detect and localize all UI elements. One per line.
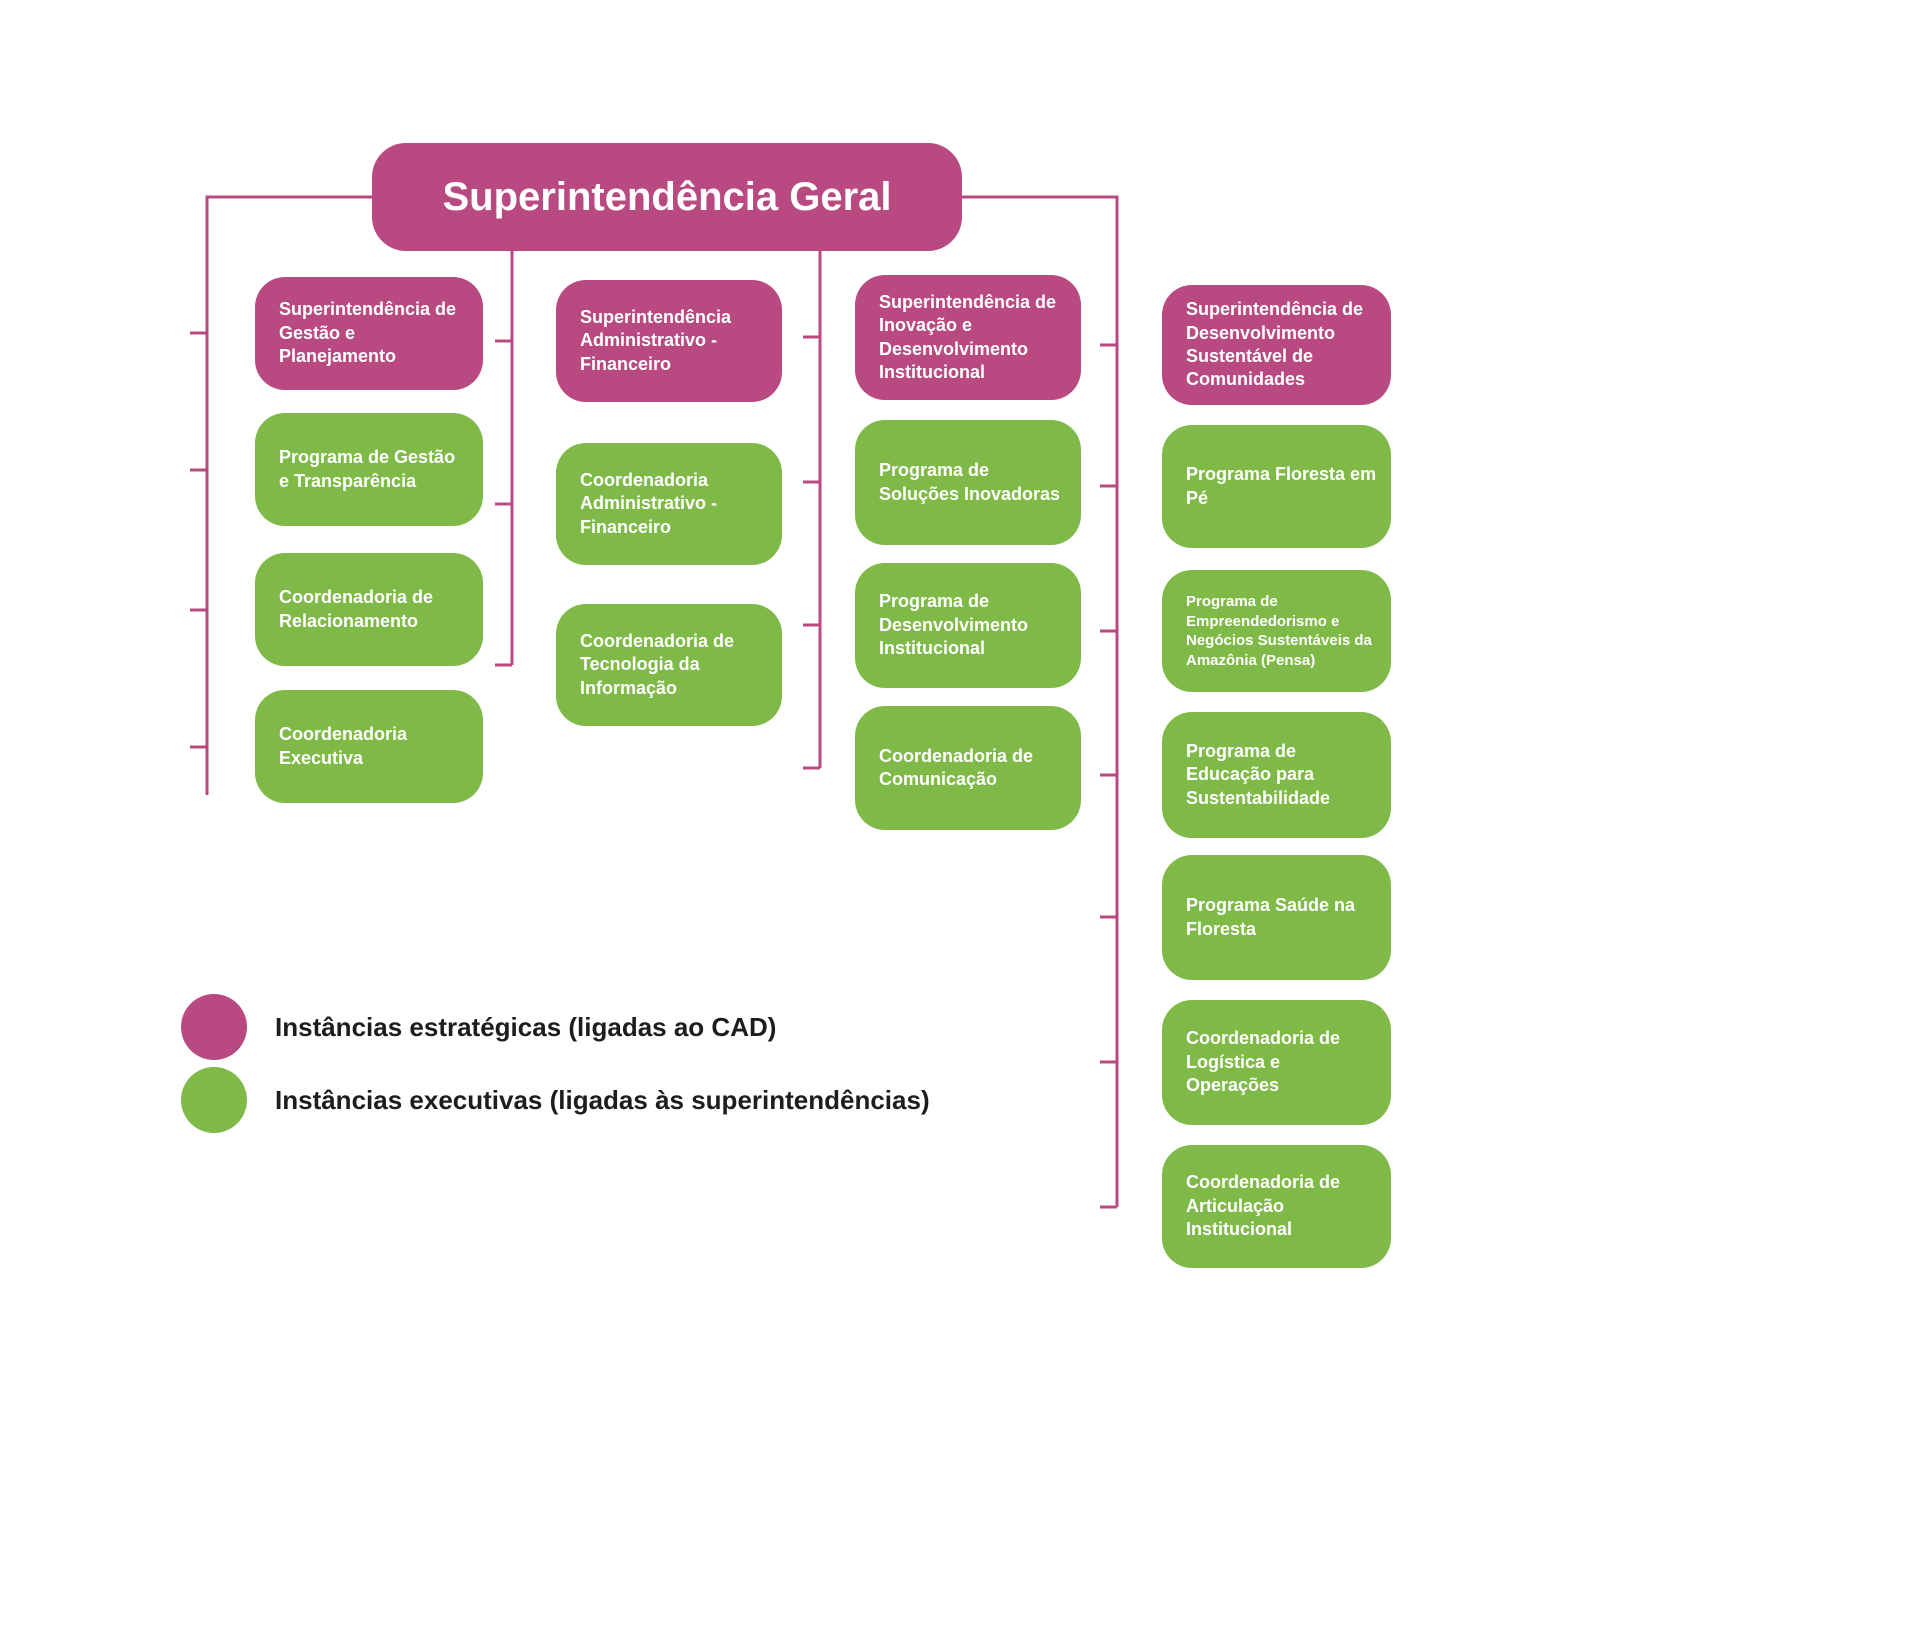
org-box-programa-pensa: Programa de Empreendedorismo e Negócios … bbox=[1162, 570, 1391, 692]
org-box-programa-solucoes-inovadoras: Programa de Soluções Inovadoras bbox=[855, 420, 1081, 545]
org-box-coordenadoria-logistica-operacoes: Coordenadoria de Logística e Operações bbox=[1162, 1000, 1391, 1125]
org-box-superintendencia-inovacao-desenvolvimento: Superintendência de Inovação e Desenvolv… bbox=[855, 275, 1081, 400]
org-box-programa-desenvolvimento-institucional: Programa de Desenvolvimento Instituciona… bbox=[855, 563, 1081, 688]
org-box-coordenadoria-administrativo-financeiro: Coordenadoria Administrativo - Financeir… bbox=[556, 443, 782, 565]
org-box-label: Superintendência Administrativo - Financ… bbox=[580, 306, 732, 374]
connector-ticks-column-1 bbox=[190, 331, 207, 749]
org-box-superintendencia-gestao-planejamento: Superintendência de Gestão e Planejament… bbox=[255, 277, 483, 390]
org-box-label: Coordenadoria de Logística e Operações bbox=[1186, 1028, 1341, 1096]
org-box-label: Coordenadoria Administrativo - Financeir… bbox=[580, 469, 718, 537]
org-box-label: Superintendência de Inovação e Desenvolv… bbox=[879, 291, 1057, 382]
connector-ticks-column-2 bbox=[495, 339, 512, 667]
org-box-superintendencia-administrativo-financeiro: Superintendência Administrativo - Financ… bbox=[556, 280, 782, 402]
org-box-label: Programa de Gestão e Transparência bbox=[279, 447, 456, 491]
org-box-label: Programa de Educação para Sustentabilida… bbox=[1186, 740, 1331, 808]
legend-strategic-label: Instâncias estratégicas (ligadas ao CAD) bbox=[275, 1011, 777, 1042]
legend-strategic-dot bbox=[181, 994, 247, 1060]
org-box-label: Superintendência de Gestão e Planejament… bbox=[279, 299, 457, 367]
org-box-label: Superintendência Geral bbox=[442, 175, 892, 219]
connector-ticks-column-4 bbox=[1100, 343, 1117, 1209]
org-box-label: Coordenadoria de Relacionamento bbox=[279, 587, 434, 631]
org-box-programa-educacao-sustentabilidade: Programa de Educação para Sustentabilida… bbox=[1162, 712, 1391, 838]
org-box-coordenadoria-comunicacao: Coordenadoria de Comunicação bbox=[855, 706, 1081, 830]
org-box-coordenadoria-articulacao-institucional: Coordenadoria de Articulação Institucion… bbox=[1162, 1145, 1391, 1268]
org-box-programa-floresta-em-pe: Programa Floresta em Pé bbox=[1162, 425, 1391, 548]
org-box-programa-gestao-transparencia: Programa de Gestão e Transparência bbox=[255, 413, 483, 526]
org-box-label: Superintendência de Desenvolvimento Sust… bbox=[1186, 299, 1364, 390]
org-box-programa-saude-na-floresta: Programa Saúde na Floresta bbox=[1162, 855, 1391, 980]
legend-executive-dot bbox=[181, 1067, 247, 1133]
org-box-label: Coordenadoria de Articulação Institucion… bbox=[1186, 1172, 1341, 1240]
org-box-coordenadoria-relacionamento: Coordenadoria de Relacionamento bbox=[255, 553, 483, 666]
org-box-coordenadoria-tecnologia-informacao: Coordenadoria de Tecnologia da Informaçã… bbox=[556, 604, 782, 726]
connector-ticks-column-3 bbox=[803, 335, 820, 770]
org-box-label: Programa Floresta em Pé bbox=[1186, 464, 1377, 508]
org-box-label: Programa de Soluções Inovadoras bbox=[879, 460, 1061, 504]
org-box-label: Coordenadoria de Comunicação bbox=[879, 745, 1034, 789]
legend-executive-label: Instâncias executivas (ligadas às superi… bbox=[275, 1084, 930, 1115]
org-box-label: Programa de Empreendedorismo e Negócios … bbox=[1186, 593, 1372, 669]
org-box-superintendencia-desenvolvimento-sustentavel: Superintendência de Desenvolvimento Sust… bbox=[1162, 285, 1391, 405]
connector-column-1 bbox=[205, 195, 372, 795]
org-box-coordenadoria-executiva: Coordenadoria Executiva bbox=[255, 690, 483, 803]
org-box-label: Programa Saúde na Floresta bbox=[1186, 895, 1356, 939]
org-box-label: Coordenadoria Executiva bbox=[279, 724, 408, 768]
org-box-superintendencia-geral: Superintendência Geral bbox=[372, 143, 962, 251]
org-box-label: Programa de Desenvolvimento Instituciona… bbox=[879, 591, 1029, 659]
connector-column-4 bbox=[962, 195, 1119, 1207]
org-box-label: Coordenadoria de Tecnologia da Informaçã… bbox=[580, 630, 735, 698]
